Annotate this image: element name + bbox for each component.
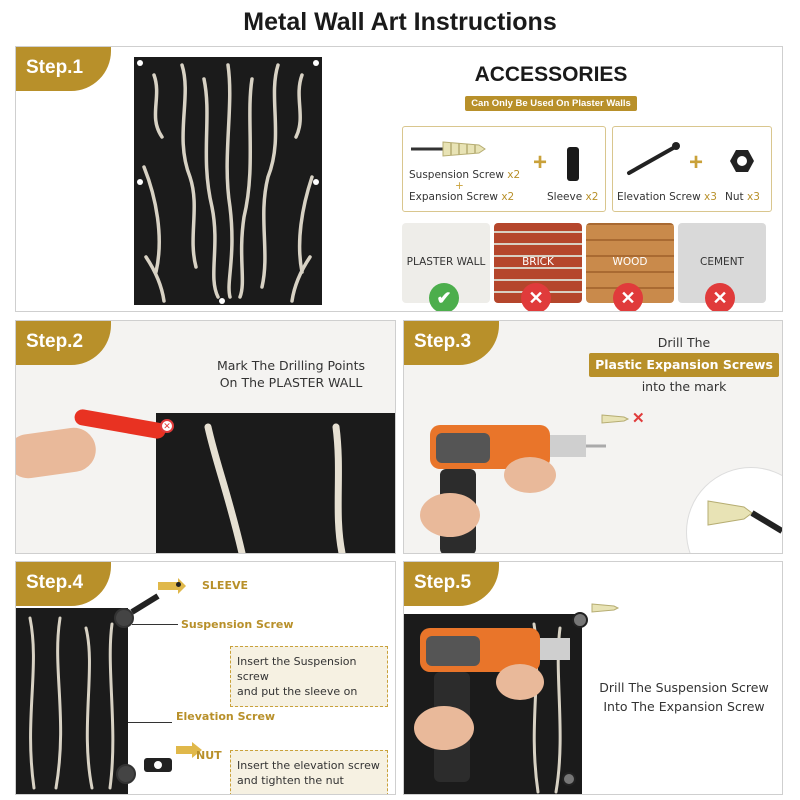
wall-label: CEMENT bbox=[700, 256, 744, 268]
kit-suspension-box: Suspension Screw x2 + Expansion Screw x2… bbox=[402, 126, 606, 212]
elevation-screw-circle bbox=[116, 764, 136, 784]
mark-x-icon: ✕ bbox=[632, 410, 645, 427]
page-title: Metal Wall Art Instructions bbox=[243, 8, 557, 36]
mark-target-icon: ✕ bbox=[160, 419, 174, 433]
step1-badge: Step.1 bbox=[16, 47, 111, 91]
expansion-screw-icon bbox=[591, 603, 620, 613]
elevation-screw-label: Elevation Screw bbox=[176, 710, 276, 723]
step2-caption: Mark The Drilling Points On The PLASTER … bbox=[216, 358, 366, 390]
metal-corner bbox=[156, 413, 395, 553]
wall-tile-cement: CEMENT ✕ bbox=[678, 223, 766, 311]
check-icon: ✔ bbox=[429, 283, 459, 311]
kit1-small-plus: + bbox=[455, 180, 464, 192]
kit1-plus: + bbox=[533, 149, 548, 176]
metal-art-side bbox=[16, 608, 128, 794]
sleeve-icon bbox=[567, 147, 579, 181]
suspension-screw-label: Suspension Screw bbox=[181, 618, 294, 631]
nut-icon bbox=[730, 150, 754, 172]
step2-panel: Step.2 Mark The Drilling Points On The P… bbox=[15, 320, 396, 554]
screw-head-circle bbox=[572, 612, 588, 628]
expansion-screw-icon bbox=[601, 414, 630, 424]
wave-lines-art bbox=[137, 60, 319, 304]
drill-icon bbox=[420, 425, 606, 553]
suspension-note: Insert the Suspension screw and put the … bbox=[230, 646, 388, 707]
cross-icon: ✕ bbox=[613, 283, 643, 311]
metal-art-panel bbox=[134, 57, 322, 305]
accessories-heading: ACCESSORIES bbox=[474, 63, 628, 86]
suspension-screw-label: Suspension Screw x2 bbox=[409, 169, 521, 181]
step5-caption: Drill The Suspension Screw Into The Expa… bbox=[599, 680, 769, 714]
sleeve-dot bbox=[176, 582, 181, 587]
wall-label: WOOD bbox=[612, 256, 648, 268]
hand-skin bbox=[16, 424, 99, 482]
suspension-leader-line bbox=[132, 624, 178, 625]
wall-label: BRICK bbox=[522, 256, 554, 268]
screw-bottom-circle bbox=[562, 772, 576, 786]
step2-badge: Step.2 bbox=[16, 321, 111, 365]
wall-tile-plaster: PLASTER WALL ✔ bbox=[402, 223, 490, 311]
wall-label: PLASTER WALL bbox=[406, 256, 486, 268]
nut-label: NUT bbox=[196, 749, 222, 762]
step5-panel: Step.5 Drill The Suspension Screw Into T… bbox=[403, 561, 783, 795]
wall-tile-brick: BRICK ✕ bbox=[494, 223, 582, 311]
plaster-only-note: Can Only Be Used On Plaster Walls bbox=[401, 93, 701, 111]
elevation-leader-line bbox=[128, 722, 172, 723]
suspension-screw-icon bbox=[411, 141, 486, 157]
step3-caption: Drill The Plastic Expansion Screws into … bbox=[584, 333, 782, 397]
cross-icon: ✕ bbox=[521, 283, 551, 311]
nut-label: Nut x3 bbox=[725, 191, 760, 203]
suspension-screw-circle bbox=[114, 608, 134, 628]
elevation-screw-label: Elevation Screw x3 bbox=[617, 191, 717, 203]
wave-lines-art bbox=[28, 616, 115, 790]
step1-panel: Step.1 ACCESSORIES bbox=[15, 46, 783, 312]
elevation-note: Insert the elevation screw and tighten t… bbox=[230, 750, 388, 794]
sleeve-label: SLEEVE bbox=[202, 579, 248, 592]
step5-badge: Step.5 bbox=[404, 562, 499, 606]
wall-tile-wood: WOOD ✕ bbox=[586, 223, 674, 311]
wave-lines-art bbox=[204, 423, 346, 553]
nut-arrow-icon bbox=[144, 742, 202, 772]
drill-icon bbox=[414, 628, 570, 782]
kit2-plus: + bbox=[689, 149, 704, 176]
cross-icon: ✕ bbox=[705, 283, 735, 311]
step4-badge: Step.4 bbox=[16, 562, 111, 606]
step3-badge: Step.3 bbox=[404, 321, 499, 365]
step4-panel: Step.4 SLEEVE Suspension Screw Insert th… bbox=[15, 561, 396, 795]
kit-elevation-box: + Elevation Screw x3 Nut x3 bbox=[612, 126, 772, 212]
sleeve-label: Sleeve x2 bbox=[547, 191, 599, 203]
screw-closeup-icon bbox=[707, 500, 782, 534]
elevation-screw-icon bbox=[627, 142, 680, 175]
step3-panel: Step.3 Drill The Plastic Expansion Screw… bbox=[403, 320, 783, 554]
expansion-screw-label: Expansion Screw x2 bbox=[409, 191, 515, 203]
